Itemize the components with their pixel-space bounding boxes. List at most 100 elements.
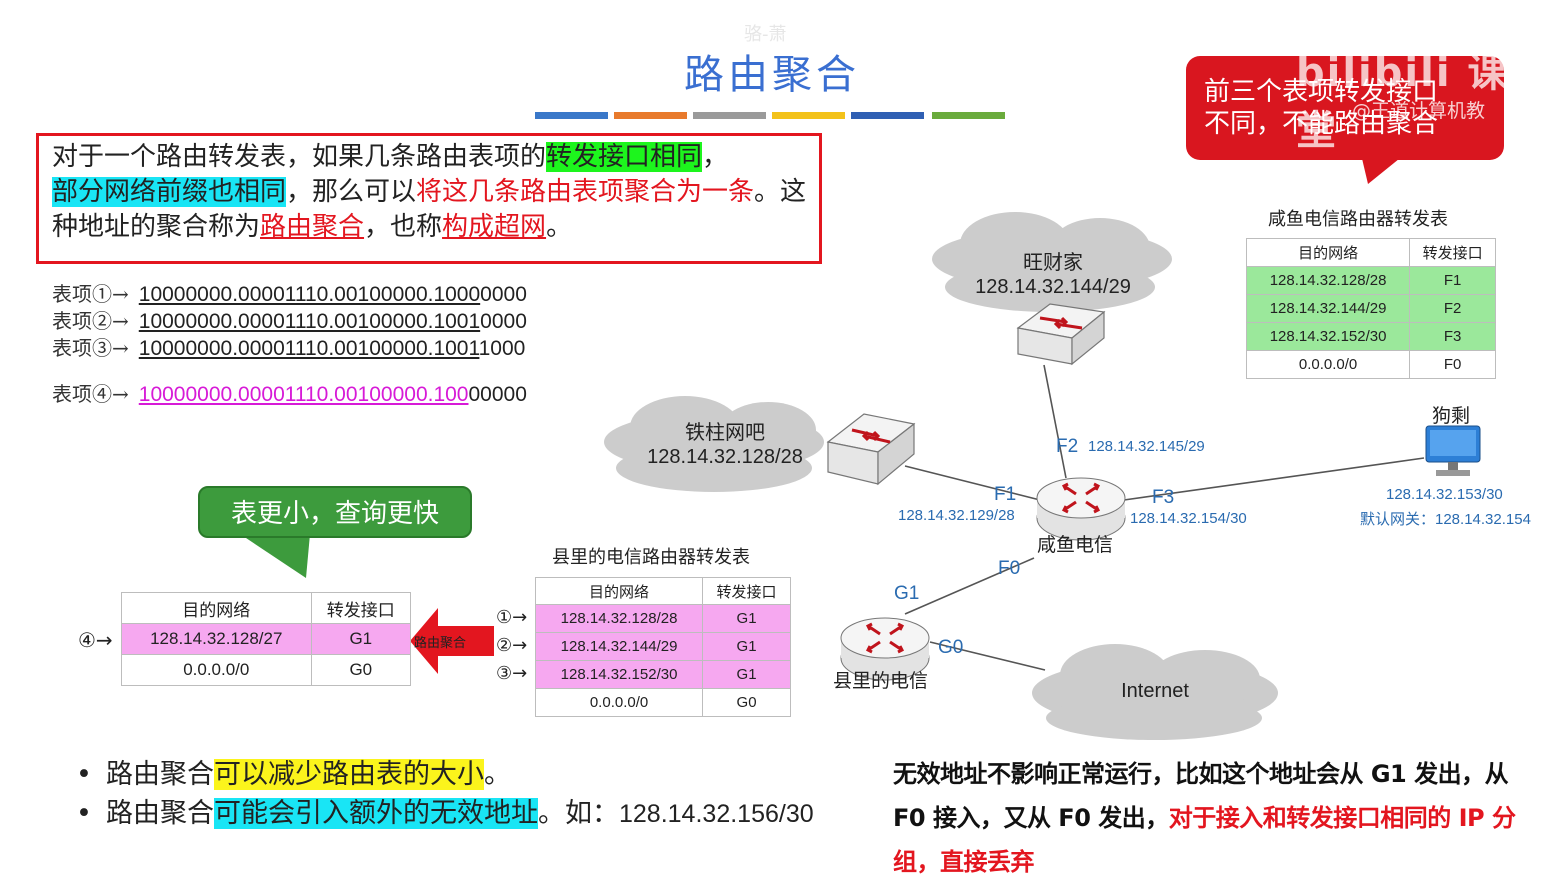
xianyu-forwarding-table: 目的网络 转发接口 128.14.32.128/28 F1 128.14.32.…: [1245, 238, 1496, 379]
bullet-ip-example: 128.14.32.156/30: [619, 800, 814, 828]
table-cell: G0: [702, 688, 791, 717]
callout-red-line1: 前三个表项转发接口: [1204, 77, 1439, 107]
wangcaijia-name: 旺财家: [1023, 252, 1083, 274]
table-cell: 128.14.32.128/27: [121, 623, 312, 655]
bullet-text: 路由聚合: [106, 759, 214, 790]
definition-text: 对于一个路由转发表，如果几条路由表项的转发接口相同，部分网络前缀也相同，那么可以…: [52, 140, 822, 245]
callout-green-tail: [240, 534, 310, 578]
county-marker-3: ③→: [496, 663, 528, 684]
table-header: 目的网络: [534, 577, 704, 605]
def-highlight-same-prefix: 部分网络前缀也相同: [52, 177, 287, 207]
table-cell: G1: [702, 660, 791, 689]
callout-red-line2: 不同，不能路由聚合: [1204, 109, 1439, 139]
def-text-3: ，: [702, 142, 729, 172]
bullet-text: 路由聚合: [106, 798, 214, 829]
table-header: 转发接口: [702, 577, 791, 605]
entry-suffix: 1000: [479, 337, 526, 360]
table-row: 128.14.32.152/30 G1: [534, 660, 791, 689]
county-router-label: 县里的电信: [833, 670, 929, 692]
def-text-aggregate: 将这几条路由表项聚合为一条: [416, 177, 755, 207]
port-F0: F0: [998, 558, 1021, 579]
xianyu-table-caption: 咸鱼电信路由器转发表: [1268, 209, 1448, 230]
table-cell: G1: [702, 632, 791, 661]
table-header: 转发接口: [1409, 238, 1496, 267]
invalid-address-note: 无效地址不影响正常运行，比如这个地址会从 G1 发出，从 F0 接入，又从 F0…: [893, 752, 1533, 884]
wangcaijia-net: 128.14.32.144/29: [975, 276, 1131, 298]
entry-row-3: 表项③→10000000.00001110.00100000.10011000: [52, 335, 525, 362]
table-cell: F1: [1409, 266, 1496, 295]
xianyu-router-label: 咸鱼电信: [1037, 534, 1114, 556]
internet-label: Internet: [1121, 680, 1189, 702]
table-cell: 128.14.32.144/29: [534, 632, 704, 661]
switch-icon: [1016, 303, 1106, 366]
def-highlight-same-interface: 转发接口相同: [546, 142, 703, 172]
table-cell: G1: [702, 604, 791, 633]
callout-smaller-table: 表更小，查询更快: [198, 486, 472, 538]
port-G1: G1: [894, 583, 920, 604]
table-row: 128.14.32.144/29 G1: [534, 632, 791, 661]
table-row: 0.0.0.0/0 G0: [534, 688, 791, 717]
table-cell: 128.14.32.152/30: [1245, 322, 1411, 351]
entry-row-1: 表项①→10000000.00001110.00100000.10000000: [52, 281, 527, 308]
table-row: 128.14.32.128/28 F1: [1245, 266, 1496, 295]
table-cell: 0.0.0.0/0: [1245, 350, 1411, 379]
port-F1: F1: [994, 484, 1017, 505]
note-text-red: 对于接入和转发接口相同的 IP 分组，直接丢弃: [893, 804, 1516, 876]
computer-icon: [1425, 425, 1481, 476]
gousheng-ip: 128.14.32.153/30: [1386, 486, 1503, 503]
entry-label: 表项④→: [52, 382, 129, 406]
table-cell: G0: [310, 654, 412, 686]
bilibili-watermark-logo: bilibili 课堂: [1296, 50, 1510, 154]
county-marker-1: ①→: [496, 607, 528, 628]
def-text-1: 对于一个路由转发表，如果几条路由表项的: [52, 142, 547, 172]
table-row: 0.0.0.0/0 F0: [1245, 350, 1496, 379]
entry-row-2: 表项②→10000000.00001110.00100000.10010000: [52, 308, 527, 335]
table-cell: 128.14.32.128/28: [1245, 266, 1411, 295]
table-cell: 0.0.0.0/0: [534, 688, 704, 717]
table-cell: 0.0.0.0/0: [121, 654, 312, 686]
table-row: 128.14.32.144/29 F2: [1245, 294, 1496, 323]
bullet-text: 。: [484, 759, 511, 790]
callout-cannot-aggregate: 前三个表项转发接口 不同，不能路由聚合: [1186, 56, 1504, 160]
entry-suffix: 00000: [468, 383, 527, 406]
table-cell: 128.14.32.152/30: [534, 660, 704, 689]
county-forwarding-table: 目的网络 转发接口 128.14.32.128/28 G1 128.14.32.…: [534, 577, 791, 717]
port-F2: F2: [1056, 436, 1079, 457]
aggregated-forwarding-table: 目的网络 转发接口 128.14.32.128/27 G1 0.0.0.0/0 …: [121, 592, 412, 686]
entry-prefix-aggregated: 10000000.00001110.00100000.100: [138, 383, 469, 406]
bullet-reduce-size: •路由聚合可以减少路由表的大小。: [76, 759, 511, 790]
table-cell: 128.14.32.128/28: [534, 604, 704, 633]
watermark-top: 骆-萧: [744, 24, 787, 45]
table-row: 128.14.32.128/28 G1: [534, 604, 791, 633]
agg-marker-4: ④→: [78, 628, 113, 652]
title-bar-yellow: [772, 112, 845, 119]
watermark-sub: @王道计算机教: [1352, 100, 1486, 122]
table-cell: G1: [310, 623, 412, 655]
entry-label: 表项③→: [52, 336, 129, 360]
bullet-highlight: 可以减少路由表的大小: [214, 759, 484, 790]
bullet-highlight: 可能会引入额外的无效地址: [214, 798, 538, 829]
tiezhu-net: 128.14.32.128/28: [647, 446, 803, 468]
def-term-supernet: 构成超网: [442, 212, 547, 242]
switch-icon: [826, 413, 916, 486]
table-row: 128.14.32.152/30 F3: [1245, 322, 1496, 351]
router-icon-xianyu: [1036, 477, 1126, 541]
definition-box: [36, 133, 822, 264]
title-bar-orange: [614, 112, 687, 119]
router-icon-county: [840, 617, 930, 681]
title-bar-blue: [535, 112, 608, 119]
bullet-text: 。如：: [538, 798, 619, 829]
gousheng-gateway: 默认网关：128.14.32.154: [1360, 511, 1531, 528]
tiezhu-name: 铁柱网吧: [685, 422, 765, 444]
port-G0: G0: [938, 637, 964, 658]
aggregation-arrow-label: 路由聚合: [414, 636, 467, 651]
def-term-route-aggregation: 路由聚合: [260, 212, 365, 242]
title-bar-gray: [693, 112, 766, 119]
table-header: 目的网络: [121, 592, 312, 624]
table-cell: F0: [1409, 350, 1496, 379]
table-cell: 128.14.32.144/29: [1245, 294, 1411, 323]
table-cell: F3: [1409, 322, 1496, 351]
slide-title: 路由聚合: [684, 52, 860, 98]
entry-label: 表项②→: [52, 309, 129, 333]
